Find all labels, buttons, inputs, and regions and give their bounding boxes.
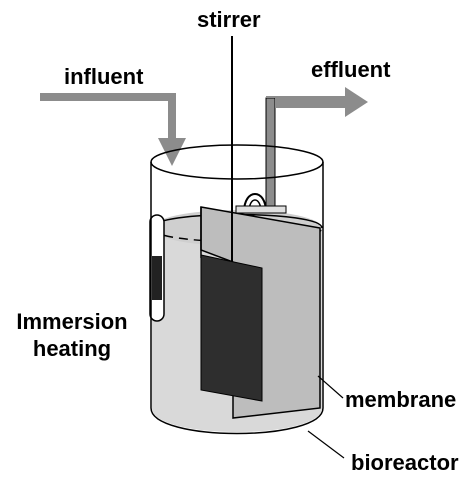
membrane-label: membrane xyxy=(345,387,457,412)
effluent-tube xyxy=(265,97,276,212)
immersion-heating-label-line2: heating xyxy=(32,336,112,361)
bioreactor-leader-line xyxy=(307,430,345,459)
immersion-heating-label-line1: Immersion xyxy=(16,309,128,334)
vessel-bottom xyxy=(150,407,324,435)
immersion-heating-label: Immersion heating xyxy=(8,308,136,362)
membrane-header xyxy=(235,205,287,214)
stirrer-label: stirrer xyxy=(197,7,261,32)
bioreactor-label: bioreactor xyxy=(351,450,459,475)
stirrer-blade xyxy=(200,254,263,402)
membrane-leader-line xyxy=(317,375,344,399)
effluent-arrow xyxy=(266,87,368,117)
vessel-rim xyxy=(150,144,324,180)
effluent-label: effluent xyxy=(311,57,391,82)
influent-label: influent xyxy=(64,64,144,89)
influent-arrow xyxy=(40,93,186,166)
immersion-heater-element xyxy=(152,256,162,300)
